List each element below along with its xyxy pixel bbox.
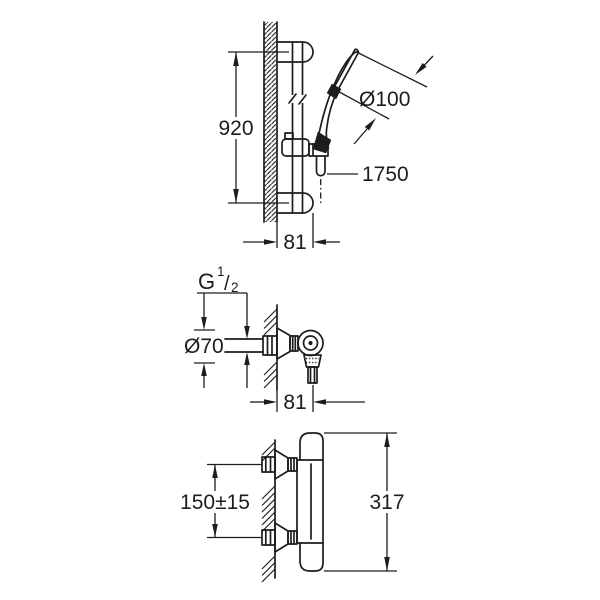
thread-letter: G <box>198 269 215 294</box>
spray-face-tip <box>326 83 342 100</box>
escutcheon <box>276 327 291 360</box>
shower-rail <box>287 41 307 214</box>
dim-label-1750: 1750 <box>362 163 409 186</box>
thread-slash: / <box>224 273 230 295</box>
hex-nut <box>262 335 278 356</box>
hose-coupling <box>303 354 322 384</box>
hand-shower <box>312 48 360 154</box>
thread-denominator: 2 <box>231 280 239 295</box>
dim-label-81-top: 81 <box>283 231 306 254</box>
dimension-wall-offset-top: 81 <box>243 213 340 254</box>
mixer-body <box>296 459 324 544</box>
dim-label-81-mid: 81 <box>283 391 306 414</box>
dim-label-d100: Ø100 <box>359 88 410 111</box>
union-wall <box>263 304 278 391</box>
mixer-wall <box>261 439 276 583</box>
thread-numerator: 1 <box>217 264 225 279</box>
dimension-escutcheon-diameter: Ø70 <box>184 293 224 388</box>
dimension-head-diameter: Ø100 <box>337 52 434 145</box>
swivel-joint <box>289 335 299 352</box>
dimension-rail-length: 920 <box>218 51 289 204</box>
pipe-stub <box>224 338 264 353</box>
dim-label-150: 150±15 <box>180 491 250 514</box>
union-ball-head <box>297 329 324 357</box>
svg-text:G 1 /: G 1 / 2 <box>198 263 239 295</box>
mixer-drawing: 150±15 317 <box>180 432 405 583</box>
handle-cone <box>312 131 332 154</box>
thread-label: G 1 / 2 <box>197 263 247 295</box>
rail-break <box>287 95 306 103</box>
dimension-thread <box>244 293 250 388</box>
dimension-wall-offset-mid: 81 <box>250 385 365 414</box>
wall-hatch-band <box>263 21 278 223</box>
mixer-handle-bottom <box>299 542 324 572</box>
dim-label-d70: Ø70 <box>184 335 224 358</box>
mixer-handle-top <box>299 432 324 461</box>
dim-label-920: 920 <box>218 117 253 140</box>
dim-label-317: 317 <box>369 491 404 514</box>
s-union-bottom <box>261 522 298 553</box>
rail-bracket-bottom <box>276 192 314 214</box>
rail-bracket-top <box>276 41 314 63</box>
shower-hose <box>315 155 326 203</box>
union-drawing: G 1 / 2 Ø70 <box>184 263 365 414</box>
dimension-hose-length: 1750 <box>327 163 409 186</box>
rail-drawing: 920 Ø100 1750 81 <box>218 21 434 254</box>
dimension-connection-spread: 150±15 <box>180 463 262 539</box>
s-union-top <box>261 449 298 480</box>
dimension-total-height: 317 <box>324 432 405 572</box>
